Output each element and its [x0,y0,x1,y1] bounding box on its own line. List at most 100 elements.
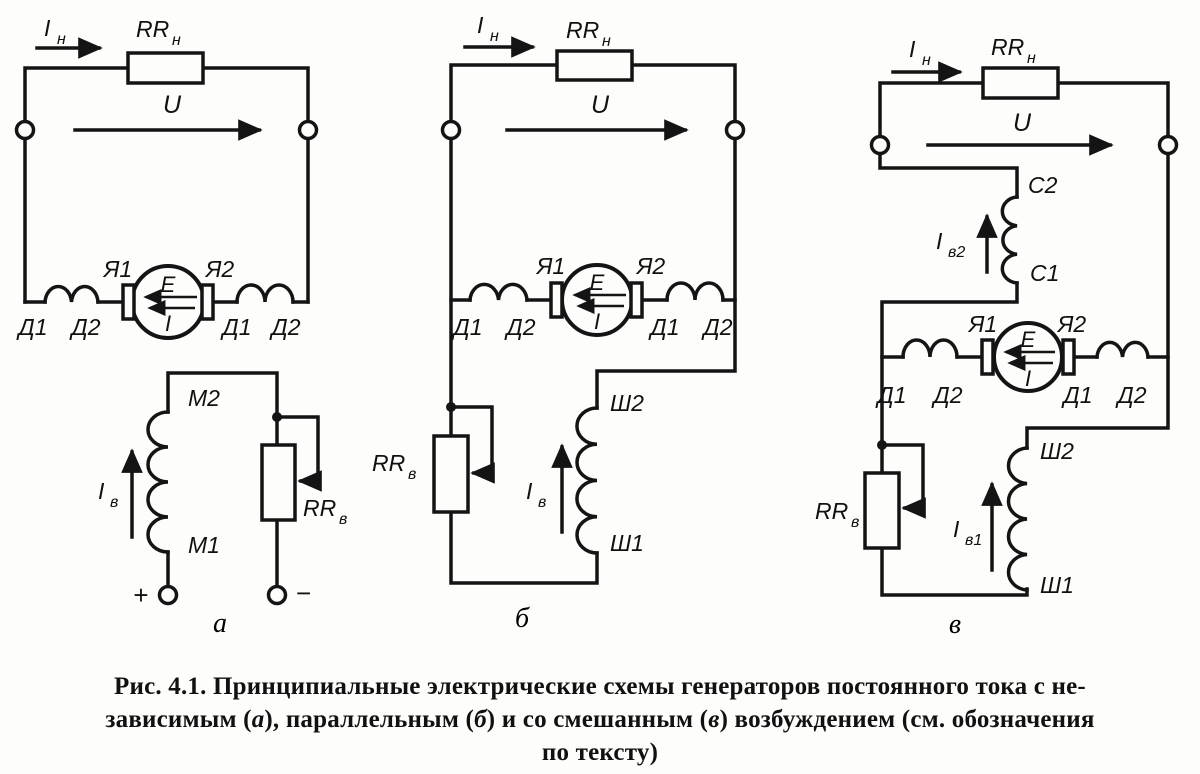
circuit-v-wires [878,81,1170,597]
shunt-top-label: Ш2 [610,390,644,416]
series-coil-right [235,283,295,304]
brush1-label: Я1 [102,256,132,282]
brush2-label: Я2 [635,253,666,279]
shunt-top-label: Ш2 [1040,438,1074,464]
brush-left [980,338,995,376]
series-current-sub: в2 [948,244,965,261]
shunt-coil [575,406,599,555]
comm4-label: Д2 [1115,382,1147,408]
rheostat-wiper [880,443,926,519]
load-resistor-label: RR [566,17,599,43]
series-coil-left [43,284,100,304]
terminal-plus [157,584,179,606]
caption-line-3: по тексту) [541,739,659,766]
field-rheostat-sub: в [408,466,416,483]
field-bottom-label: M1 [188,532,220,558]
load-resistor-sub: н [172,32,181,49]
comm1-label: Д1 [16,314,48,340]
caption-line-2: зависимым (а), параллельным (б) и со сме… [105,706,1095,733]
brush-left [121,283,136,321]
comm2-label: Д2 [504,314,536,340]
field-rheostat-label: RR [303,495,336,521]
minus-sign: − [296,578,311,608]
panel-label-b: б [515,603,530,634]
field-rheostat [863,471,901,550]
load-resistor-sub: н [602,33,611,50]
field-rheostat-label: RR [815,498,848,524]
field-rheostat-sub: в [851,514,859,531]
figure-caption: Рис. 4.1. Принципиальные электрические с… [0,670,1200,769]
voltage-label: U [1013,109,1032,137]
field-rheostat [260,443,297,522]
load-current-sub: н [490,28,499,45]
load-current-label: I [477,12,484,38]
comm3-label: Д1 [1061,382,1093,408]
brush1-label: Я1 [967,311,997,337]
shunt-coil [1006,446,1029,592]
circuit-v: I н RR н U C2 C1 I в2 Я1 Я2 Д1 Д2 Д1 Д2 … [815,34,1179,640]
comm1-label: Д1 [451,314,483,340]
field-rheostat-sub: в [339,511,347,528]
brush1-label: Я1 [535,253,565,279]
field-current-label: I [98,478,105,504]
field-rheostat [432,434,470,514]
field-current-label: I [526,478,533,504]
panel-label-a: а [213,608,227,639]
series-top-label: C2 [1028,172,1058,198]
field-current-sub: в [110,494,118,511]
load-resistor-sub: н [1027,50,1036,67]
current-label: I [594,309,600,334]
terminal [1157,134,1179,156]
circuit-b-wires [449,63,737,585]
terminal [724,119,746,141]
terminal [440,119,462,141]
load-current-label: I [44,15,51,41]
series-current-label: I [936,228,943,254]
shunt-current-sub: в1 [965,532,982,549]
load-resistor [981,66,1060,100]
load-resistor-label: RR [991,34,1024,60]
terminal [297,119,319,141]
junction-dot [446,402,456,412]
voltage-label: U [163,91,182,119]
load-resistor [555,49,634,82]
series-coil-right [1095,340,1150,359]
brush-right [1061,338,1076,376]
current-label: I [165,311,171,336]
circuit-a: I н RR н U Я1 Я2 Д1 Д2 Д1 Д2 E I M2 M1 I… [14,15,347,639]
voltage-label: U [591,91,610,119]
shunt-bottom-label: Ш1 [610,530,644,556]
junction-dot [272,412,282,422]
comm4-label: Д2 [269,314,301,340]
series-field-coil [1000,195,1019,285]
field-top-label: M2 [188,385,220,411]
circuit-b: I н RR н U Я1 Я2 Д1 Д2 Д1 Д2 E I RR в Ш2… [372,12,746,634]
comm2-label: Д2 [69,314,101,340]
load-current-sub: н [922,52,931,69]
terminal-minus [266,584,288,606]
series-coil-left [901,338,959,359]
series-coil-left [468,282,529,302]
shunt-bottom-label: Ш1 [1040,572,1074,598]
emf-label: E [161,272,176,297]
comm3-label: Д1 [220,314,252,340]
junction-dot [877,440,887,450]
series-coil-right [665,281,725,302]
comm3-label: Д1 [648,314,680,340]
terminal [14,119,36,141]
series-bottom-label: C1 [1030,260,1059,286]
load-current-label: I [909,36,916,62]
brush2-label: Я2 [1056,311,1087,337]
comm2-label: Д2 [931,382,963,408]
brush-left [549,281,564,319]
brush-right [200,283,215,321]
caption-line-1: Рис. 4.1. Принципиальные электрические с… [114,673,1086,700]
plus-sign: + [133,580,148,610]
load-resistor [126,51,205,85]
emf-label: E [590,270,605,295]
brush2-label: Я2 [204,256,235,282]
field-current-sub: в [538,494,546,511]
current-label: I [1025,366,1031,391]
rheostat-wiper [275,415,322,492]
field-coil [146,410,170,554]
